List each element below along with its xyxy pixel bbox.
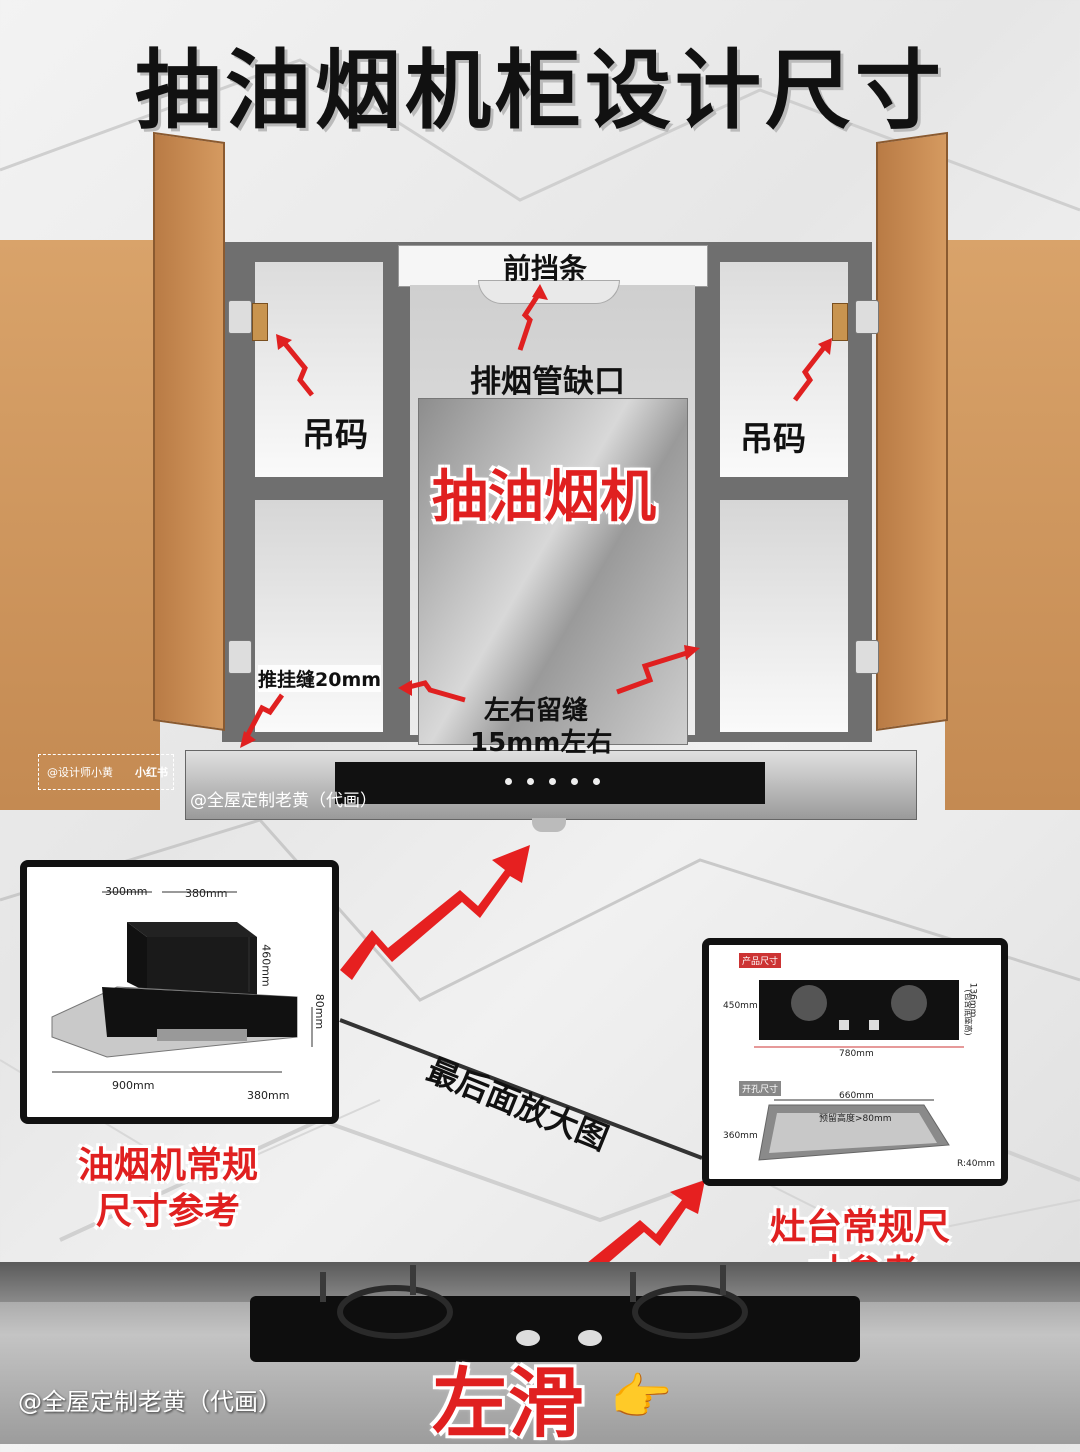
stove-cutout-tag: 开孔尺寸 <box>739 1081 782 1096</box>
stove-drawing <box>754 980 964 1161</box>
small-brand-text: 小红书 <box>135 766 168 779</box>
stove-depth: 450mm <box>723 1001 758 1011</box>
side-gap-label-2: 15mm左右 <box>470 728 613 758</box>
hinge-right-bottom <box>855 640 879 674</box>
duct-notch-label: 排烟管缺口 <box>470 364 625 400</box>
hood-reference-panel: 300mm 380mm 460mm 80mm 900mm 380mm <box>20 860 339 1124</box>
stove-cut-width: 660mm <box>839 1091 874 1101</box>
left-lower-compartment <box>255 500 383 732</box>
hanger-block-left <box>252 303 268 341</box>
hanger-right-label: 吊码 <box>740 419 806 458</box>
stove-reserve-height: 预留高度>80mm <box>819 1114 892 1124</box>
hinge-left-bottom <box>228 640 252 674</box>
page-title: 抽油烟机柜设计尺寸 <box>135 41 945 141</box>
small-tag-text: @设计师小黄 <box>47 766 113 779</box>
small-tag-box: @设计师小黄 小红书 <box>38 754 174 790</box>
watermark-bottom: @全屋定制老黄（代画） <box>18 1388 282 1416</box>
right-lower-compartment <box>720 500 848 732</box>
hood-top-depth: 300mm <box>105 885 148 898</box>
range-hood-panel <box>418 398 688 745</box>
right-upper-compartment <box>720 262 848 477</box>
hanger-left-label: 吊码 <box>302 415 368 454</box>
hinge-gap-label: 推挂缝20mm <box>258 665 382 692</box>
hood-ref-label-1: 油烟机常规 <box>78 1145 259 1186</box>
hood-depth: 380mm <box>247 1089 290 1102</box>
hood-ref-label-2: 尺寸参考 <box>96 1191 241 1232</box>
countertop-edge <box>0 1262 1080 1302</box>
hood-top-width: 380mm <box>185 887 228 900</box>
duct-notch <box>478 280 620 304</box>
watermark-mid: @全屋定制老黄（代画） <box>190 791 377 811</box>
hinge-right-top <box>855 300 879 334</box>
pointing-hand-icon: 👉 <box>610 1368 673 1426</box>
hanger-block-right <box>832 303 848 341</box>
stove-cut-depth: 360mm <box>723 1131 758 1141</box>
stove-product-tag: 产品尺寸 <box>739 953 782 968</box>
wood-wall-right <box>945 240 1080 810</box>
hood-light <box>532 818 566 832</box>
stove-width: 780mm <box>839 1049 874 1059</box>
stove-reference-panel: 产品尺寸 450mm 780mm 136mm (包含底座高) 开孔尺寸 660m… <box>702 938 1008 1186</box>
hood-drawing <box>51 891 313 1073</box>
arrow-duct-notch-icon <box>240 284 832 748</box>
side-gap-label-1: 左右留缝 <box>484 696 589 726</box>
hood-buttons <box>500 778 610 788</box>
left-upper-compartment <box>255 262 383 477</box>
front-strip-label: 前挡条 <box>503 252 588 285</box>
hood-width: 900mm <box>112 1079 155 1092</box>
stove-radius: R:40mm <box>957 1159 995 1169</box>
swipe-label[interactable]: 左滑 <box>432 1359 584 1448</box>
hinge-left-top <box>228 300 252 334</box>
range-hood-label: 抽油烟机 <box>432 465 656 530</box>
stove-ref-label-1: 灶台常规尺 <box>770 1207 951 1248</box>
wood-wall-left <box>0 240 160 810</box>
